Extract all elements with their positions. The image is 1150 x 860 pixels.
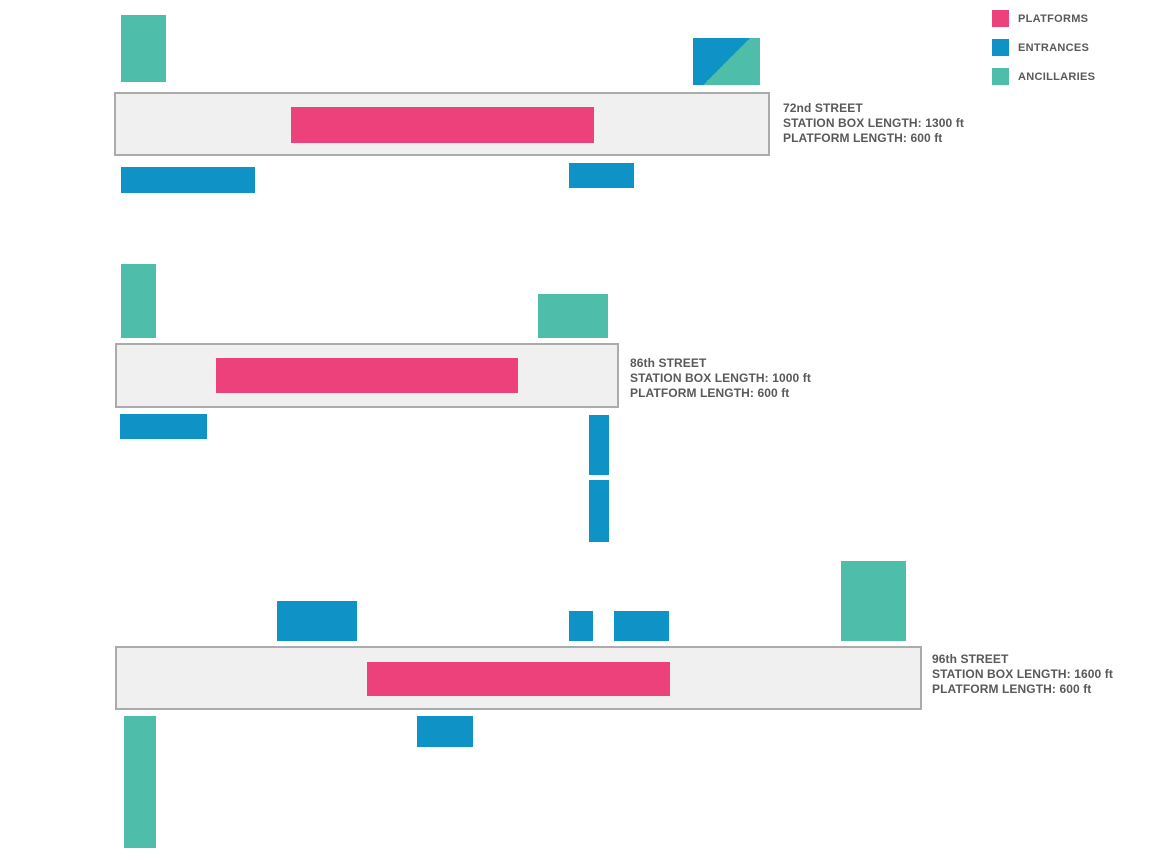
ancillary-swatch-icon (992, 68, 1009, 85)
station-name: 96th STREET (932, 652, 1009, 666)
station-box-length: STATION BOX LENGTH: 1300 ft (783, 116, 964, 130)
legend-item-ancillaries: ANCILLARIES (992, 68, 1095, 85)
platform-block (367, 662, 670, 696)
legend-item-entrances: ENTRANCES (992, 39, 1095, 56)
entrance-swatch-icon (992, 39, 1009, 56)
legend-item-label: ANCILLARIES (1018, 70, 1096, 83)
ancillary-block (121, 15, 166, 82)
entrance-block (589, 415, 609, 475)
station-name: 72nd STREET (783, 101, 863, 115)
platform-length: PLATFORM LENGTH: 600 ft (630, 386, 790, 400)
legend-item-label: ENTRANCES (1018, 41, 1090, 54)
entrance-block (277, 601, 357, 641)
entrance-block (121, 167, 255, 193)
entrance-block (589, 480, 609, 542)
legend: PLATFORMS ENTRANCES ANCILLARIES (992, 10, 1095, 97)
platform-swatch-icon (992, 10, 1009, 27)
entrance-block (569, 163, 634, 188)
entrance-block (417, 716, 473, 747)
platform-length: PLATFORM LENGTH: 600 ft (783, 131, 943, 145)
entrance-block (614, 611, 669, 641)
platform-length: PLATFORM LENGTH: 600 ft (932, 682, 1092, 696)
ancillary-block (841, 561, 906, 641)
ancillary-block (121, 264, 156, 338)
entrance-block (120, 414, 207, 439)
legend-item-label: PLATFORMS (1018, 12, 1089, 25)
entrance-block (569, 611, 593, 641)
platform-block (291, 107, 594, 143)
platform-block (216, 358, 518, 393)
station-name: 86th STREET (630, 356, 707, 370)
station-box-length: STATION BOX LENGTH: 1600 ft (932, 667, 1113, 681)
ancillary-block (538, 294, 608, 338)
station-box-length: STATION BOX LENGTH: 1000 ft (630, 371, 811, 385)
ancillary-block (124, 716, 156, 848)
entrance-ancillary-split-block (693, 38, 760, 85)
legend-item-platforms: PLATFORMS (992, 10, 1095, 27)
